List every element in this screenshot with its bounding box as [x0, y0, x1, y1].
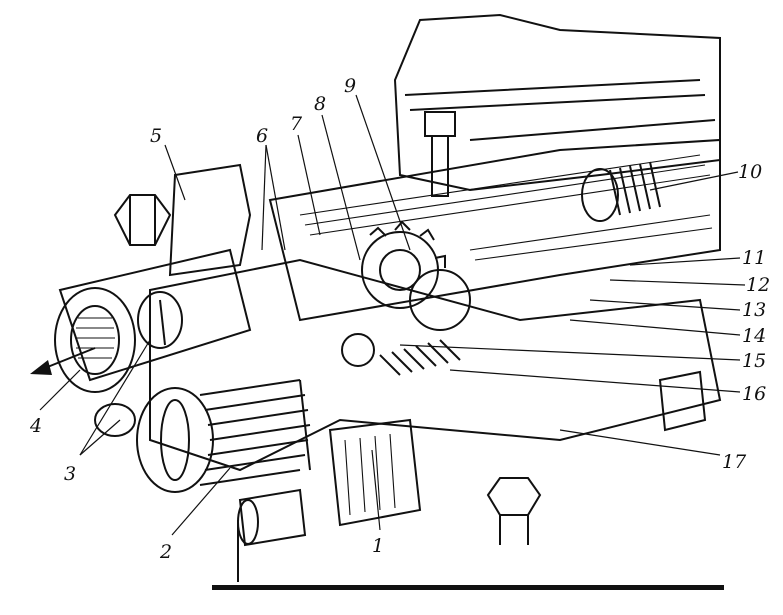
lower-nut [237, 488, 307, 547]
callout-8: 8 [314, 93, 326, 115]
lower-tube-body [328, 418, 422, 527]
leader-8 [321, 114, 361, 261]
callout-13: 13 [742, 299, 766, 321]
callout-16: 16 [742, 383, 766, 405]
callout-10: 10 [738, 161, 762, 183]
callout-3: 3 [64, 463, 76, 485]
left-bolt-assembly [113, 163, 252, 277]
leader-6a [261, 144, 267, 251]
upper-housing [393, 13, 721, 192]
callout-12: 12 [746, 274, 770, 296]
leader-4 [39, 369, 81, 411]
callout-9: 9 [344, 75, 356, 97]
housing-ribs [404, 79, 716, 141]
callout-5: 5 [150, 125, 162, 147]
ribbed-cylinder [136, 379, 311, 493]
callout-11: 11 [742, 247, 766, 269]
upper-bolt-head [424, 111, 456, 137]
flow-arrow [30, 347, 96, 375]
leader-14 [569, 319, 741, 336]
leader-7 [297, 134, 321, 236]
lower-housing [149, 258, 722, 472]
right-leg [658, 370, 707, 432]
callout-14: 14 [742, 325, 766, 347]
callout-15: 15 [742, 350, 766, 372]
ball-valve [341, 333, 461, 376]
leader-15 [399, 344, 741, 361]
base-plate [212, 585, 724, 590]
leader-16 [449, 369, 741, 393]
callout-6: 6 [256, 125, 268, 147]
callout-labels: 4 3 2 1 5 6 7 8 9 10 11 12 13 14 15 16 1… [29, 75, 770, 563]
callout-7: 7 [290, 113, 303, 135]
leader-13 [589, 299, 741, 311]
leader-1 [371, 449, 381, 531]
leader-2 [171, 467, 231, 536]
leader-10 [649, 171, 739, 191]
upper-spring [581, 161, 661, 222]
leader-3b [79, 339, 151, 456]
leader-lines [39, 94, 746, 536]
callout-1: 1 [372, 535, 384, 557]
leader-12 [609, 279, 746, 286]
leader-6b [265, 144, 286, 251]
leader-5 [164, 144, 186, 201]
mechanism-illustration [30, 13, 724, 590]
gear-cluster [361, 220, 471, 331]
callout-17: 17 [722, 451, 747, 473]
main-shaft-barrel [268, 138, 721, 322]
leader-11 [629, 257, 741, 266]
callout-4: 4 [29, 415, 42, 437]
callout-2: 2 [159, 541, 172, 563]
leader-9 [355, 94, 411, 251]
bottom-nut [486, 477, 542, 545]
leader-3a [79, 419, 121, 456]
lower-tube-shading [344, 433, 396, 516]
leader-17 [559, 429, 721, 456]
screw-caps [94, 291, 183, 437]
upper-bolt-shank [431, 135, 449, 197]
outlet-tube [54, 248, 252, 393]
shaft-shading [299, 154, 713, 261]
